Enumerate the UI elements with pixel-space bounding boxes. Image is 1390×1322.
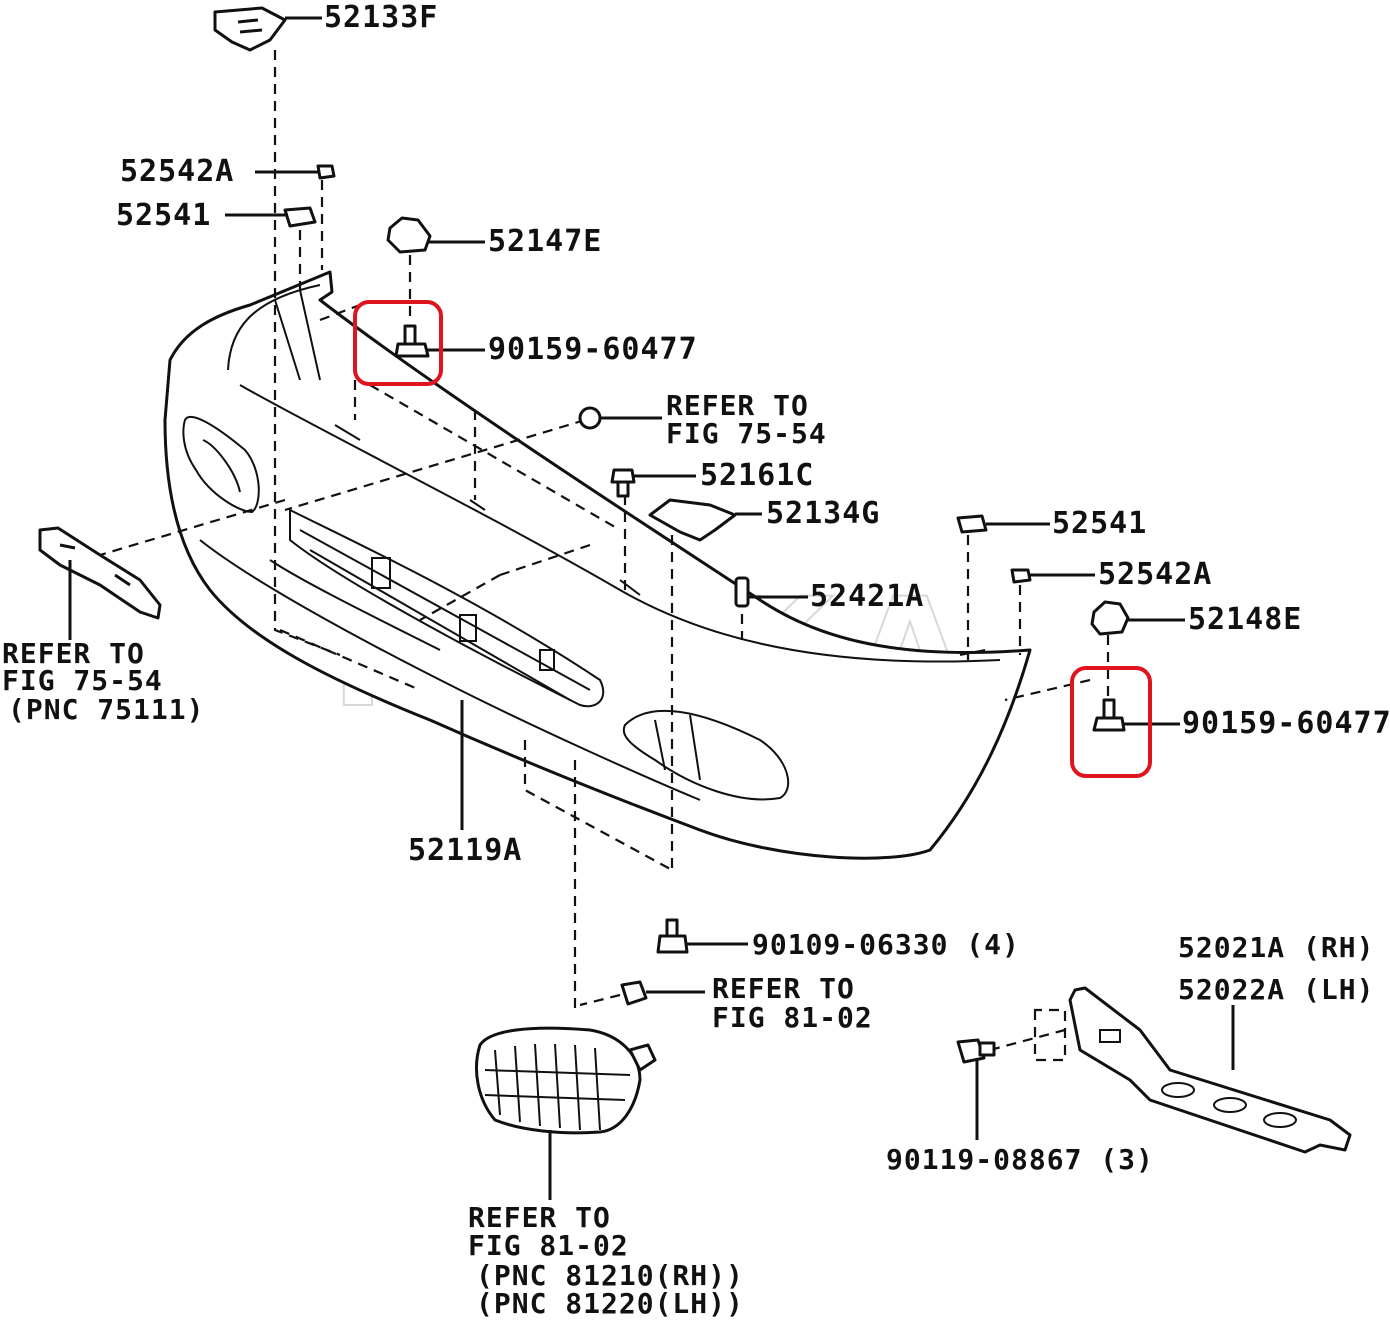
retainer-52541-icon: [283, 206, 317, 228]
nut-52542A-icon: [316, 164, 336, 180]
label-refer-bottom-4: (PNC 81220(LH)): [476, 1287, 744, 1320]
bolt-90109-icon: [656, 918, 689, 954]
bumper-cover: [163, 270, 1032, 860]
label-90159-right: 90159-60477: [1182, 706, 1390, 741]
label-52542A-left: 52542A: [120, 154, 235, 189]
label-52421A: 52421A: [810, 579, 925, 614]
screw-90159-right-icon: [1092, 698, 1126, 732]
label-90109: 90109-06330 (4): [752, 928, 1020, 961]
highlight-box-top: [353, 300, 443, 386]
label-52148E: 52148E: [1188, 602, 1303, 637]
reinforcement-52021A-icon: [1068, 986, 1352, 1154]
label-52133F: 52133F: [324, 0, 439, 35]
retainer-52541-right-icon: [956, 514, 988, 534]
bracket-refer-75-54-icon: [38, 526, 162, 620]
retainer-52421A-icon: [734, 576, 750, 608]
fog-lamp-icon: [475, 1026, 657, 1135]
label-52542A-right: 52542A: [1098, 557, 1213, 592]
clip-refer-75-54-icon: [578, 406, 602, 430]
label-90159-top: 90159-60477: [488, 332, 698, 367]
label-52022A: 52022A (LH): [1178, 973, 1375, 1006]
label-52147E: 52147E: [488, 224, 603, 259]
clip-refer-81-02-icon: [620, 980, 648, 1006]
label-90119: 90119-08867 (3): [886, 1143, 1154, 1176]
label-refer-81-02-mid-2: FIG 81-02: [712, 1001, 873, 1034]
label-refer-bottom-3: (PNC 81210(RH)): [476, 1259, 744, 1292]
screw-52161C-icon: [610, 468, 636, 498]
leader-lines: [68, 16, 1235, 1200]
clip-52134G-icon: [648, 498, 737, 542]
highlight-box-right: [1070, 666, 1152, 778]
label-refer-75-54-top-2: FIG 75-54: [666, 417, 827, 450]
label-52134G: 52134G: [766, 496, 881, 531]
screw-90159-top-icon: [394, 324, 430, 358]
label-refer-81-02-mid-1: REFER TO: [712, 972, 855, 1005]
bracket-52148E-icon: [1090, 600, 1130, 636]
clip-52133F-icon: [213, 6, 287, 52]
nut-52542A-right-icon: [1010, 568, 1032, 584]
label-refer-bottom-1: REFER TO: [468, 1201, 611, 1234]
label-refer-left-1: REFER TO: [2, 637, 145, 670]
label-52161C: 52161C: [700, 458, 815, 493]
label-52541-left: 52541: [116, 198, 212, 233]
label-refer-left-2: FIG 75-54: [2, 664, 163, 697]
reinforcement-slots: [1099, 1029, 1297, 1128]
label-refer-75-54-top-1: REFER TO: [666, 389, 809, 422]
label-52119A: 52119A: [408, 833, 523, 868]
bolt-90119-icon: [956, 1038, 996, 1064]
bracket-52147E-icon: [386, 216, 432, 254]
label-52021A: 52021A (RH): [1178, 931, 1375, 964]
label-refer-bottom-2: FIG 81-02: [468, 1229, 629, 1262]
label-refer-left-3: (PNC 75111): [8, 693, 205, 726]
label-52541-right: 52541: [1052, 506, 1148, 541]
